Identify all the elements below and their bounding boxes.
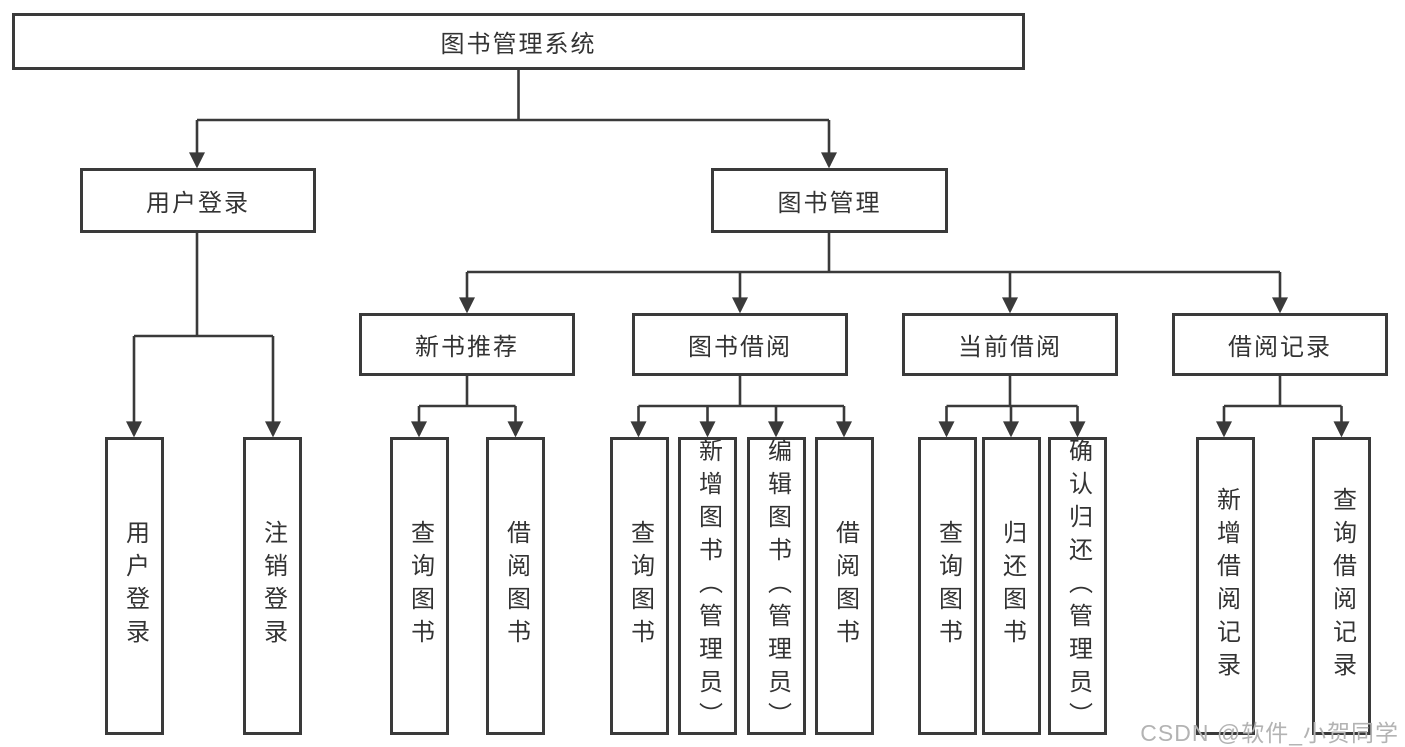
leaf-borrow-books-2-label: 借阅图书 [831,520,859,652]
leaf-add-borrow-record-label: 新增借阅记录 [1212,487,1240,685]
node-new-book-recommend-label: 新书推荐 [415,334,519,361]
leaf-confirm-return-admin: 确认归还（管理员） [1048,437,1107,735]
leaf-query-books-3: 查询图书 [918,437,977,735]
node-book-management-label: 图书管理 [777,190,882,217]
node-borrowing-records: 借阅记录 [1172,313,1388,376]
leaf-borrow-books-1-label: 借阅图书 [502,520,530,652]
leaf-confirm-return-admin-label: 确认归还（管理员） [1064,437,1092,735]
node-book-borrowing: 图书借阅 [632,313,848,376]
leaf-logout-label: 注销登录 [259,520,287,652]
leaf-query-books-1: 查询图书 [390,437,449,735]
node-user-login: 用户登录 [80,168,316,233]
leaf-query-books-2: 查询图书 [610,437,669,735]
leaf-user-login: 用户登录 [105,437,164,735]
leaf-query-borrow-record: 查询借阅记录 [1312,437,1371,735]
leaf-add-books-admin: 新增图书（管理员） [678,437,737,735]
node-book-management: 图书管理 [711,168,948,233]
leaf-user-login-label: 用户登录 [121,520,149,652]
node-current-borrowing-label: 当前借阅 [958,334,1062,361]
leaf-query-books-1-label: 查询图书 [406,520,434,652]
node-root-label: 图书管理系统 [440,31,597,58]
leaf-return-books-label: 归还图书 [998,520,1026,652]
node-current-borrowing: 当前借阅 [902,313,1118,376]
leaf-add-books-admin-label: 新增图书（管理员） [694,437,722,735]
leaf-query-books-2-label: 查询图书 [626,520,654,652]
csdn-watermark: CSDN @软件_小贺同学 [1140,720,1399,746]
node-borrowing-records-label: 借阅记录 [1228,334,1332,361]
leaf-borrow-books-2: 借阅图书 [815,437,874,735]
connector-arrows [126,120,1350,438]
leaf-query-books-3-label: 查询图书 [934,520,962,652]
leaf-edit-books-admin-label: 编辑图书（管理员） [763,437,791,735]
leaf-edit-books-admin: 编辑图书（管理员） [747,437,806,735]
node-new-book-recommend: 新书推荐 [359,313,575,376]
node-book-borrowing-label: 图书借阅 [688,334,792,361]
leaf-return-books: 归还图书 [982,437,1041,735]
connector-trunks [134,69,1342,408]
leaf-logout: 注销登录 [243,437,302,735]
node-user-login-label: 用户登录 [146,190,250,217]
leaf-add-borrow-record: 新增借阅记录 [1196,437,1255,735]
leaf-query-borrow-record-label: 查询借阅记录 [1328,487,1356,685]
leaf-borrow-books-1: 借阅图书 [486,437,545,735]
node-root-system: 图书管理系统 [12,13,1025,70]
